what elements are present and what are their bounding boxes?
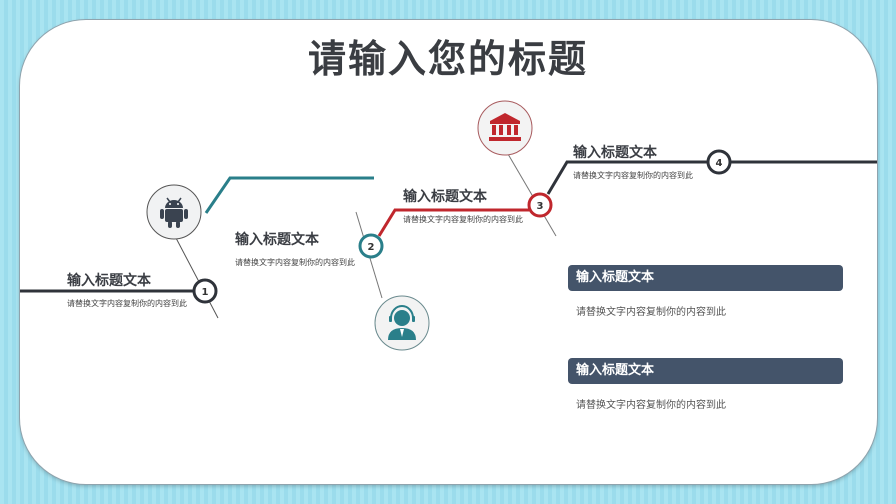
headset-support-icon [374,295,430,351]
svg-text:3: 3 [537,201,544,212]
step-1-description: 请替换文字内容复制你的内容到此 [67,299,187,308]
step-marker-1: 1 [192,278,218,304]
connector-line-3 [507,153,557,237]
android-icon [146,184,202,240]
slide-card [20,20,877,484]
step-marker-4: 4 [706,149,732,175]
slide-title: 请输入您的标题 [307,36,588,81]
step-4-title: 输入标题文本 [573,145,657,161]
info-box-2-header: 输入标题文本 [568,358,843,384]
svg-text:4: 4 [716,158,723,169]
timeline-segment-2 [204,176,374,214]
timeline-segment-3 [377,208,529,237]
step-3-title: 输入标题文本 [403,189,487,205]
info-box-1-description: 请替换文字内容复制你的内容到此 [576,307,726,318]
timeline-segment-4 [546,160,707,195]
step-2-title: 输入标题文本 [235,232,319,248]
svg-text:2: 2 [368,242,375,253]
info-box-1-header: 输入标题文本 [568,265,843,291]
connector-line-1 [175,237,219,319]
step-2-description: 请替换文字内容复制你的内容到此 [235,258,355,267]
step-1-title: 输入标题文本 [67,273,151,289]
svg-text:1: 1 [202,287,209,298]
step-3-description: 请替换文字内容复制你的内容到此 [403,215,523,224]
step-marker-2: 2 [358,233,384,259]
step-4-description: 请替换文字内容复制你的内容到此 [573,171,693,180]
info-box-2-description: 请替换文字内容复制你的内容到此 [576,400,726,411]
step-marker-3: 3 [527,192,553,218]
bank-icon [477,100,533,156]
